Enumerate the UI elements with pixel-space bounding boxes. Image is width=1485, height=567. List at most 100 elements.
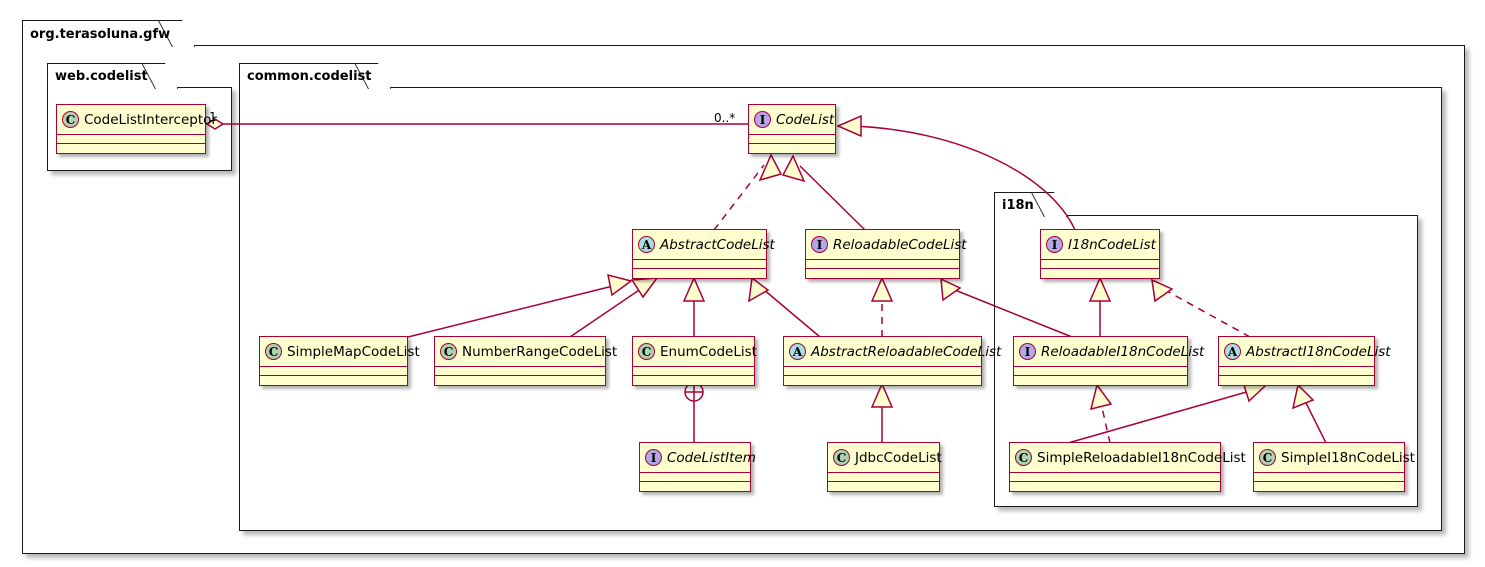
interface-icon: I	[1019, 343, 1036, 360]
node-label: SimpleReloadableI18nCodeList	[1037, 449, 1246, 466]
class-node-abstract-code-list[interactable]: A AbstractCodeList	[632, 229, 775, 279]
node-label: EnumCodeList	[660, 343, 757, 360]
class-icon: C	[265, 343, 282, 360]
class-node-abstract-reloadable-code-list[interactable]: A AbstractReloadableCodeList	[783, 336, 1001, 386]
class-node-i18n-code-list[interactable]: I I18nCodeList	[1040, 229, 1160, 279]
package-label-root: org.terasoluna.gfw	[30, 26, 171, 42]
node-label: AbstractCodeList	[660, 236, 775, 253]
node-label: ReloadableI18nCodeList	[1041, 343, 1205, 360]
node-header: C CodeListInterceptor	[57, 105, 217, 135]
package-label-web: web.codelist	[55, 69, 148, 84]
node-label: NumberRangeCodeList	[462, 343, 618, 360]
attributes-compartment	[784, 367, 981, 376]
attributes-compartment	[57, 135, 205, 144]
package-tab-root: org.terasoluna.gfw	[22, 20, 195, 47]
operations-compartment	[1041, 269, 1159, 278]
node-label: ReloadableCodeList	[833, 236, 967, 253]
operations-compartment	[828, 482, 939, 491]
class-node-simple-map-code-list[interactable]: C SimpleMapCodeList	[259, 336, 420, 386]
class-icon: C	[440, 343, 457, 360]
attributes-compartment	[1010, 473, 1220, 482]
class-icon: C	[1015, 449, 1032, 466]
multiplicity-target-many: 0..*	[714, 111, 736, 125]
abstract-icon: A	[1224, 343, 1241, 360]
operations-compartment	[640, 482, 750, 491]
attributes-compartment	[260, 367, 407, 376]
attributes-compartment	[1014, 367, 1187, 376]
node-header: C SimpleReloadableI18nCodeList	[1010, 443, 1246, 473]
class-node-code-list-item[interactable]: I CodeListItem	[639, 442, 756, 492]
operations-compartment	[1014, 376, 1187, 385]
node-header: I CodeListItem	[640, 443, 756, 473]
attributes-compartment	[828, 473, 939, 482]
operations-compartment	[260, 376, 407, 385]
class-node-reloadable-code-list[interactable]: I ReloadableCodeList	[805, 229, 967, 279]
node-header: C NumberRangeCodeList	[435, 337, 617, 367]
node-label: CodeListItem	[667, 449, 756, 466]
node-label: SimpleI18nCodeList	[1281, 449, 1415, 466]
node-header: I ReloadableCodeList	[806, 230, 967, 260]
node-label: CodeListInterceptor	[84, 111, 217, 128]
attributes-compartment	[749, 135, 835, 144]
attributes-compartment	[1041, 260, 1159, 269]
class-node-code-list[interactable]: I CodeList	[748, 104, 836, 154]
operations-compartment	[749, 144, 835, 153]
attributes-compartment	[435, 367, 605, 376]
interface-icon: I	[811, 236, 828, 253]
package-tab-i18n: i18n	[994, 192, 1067, 217]
operations-compartment	[633, 376, 754, 385]
attributes-compartment	[640, 473, 750, 482]
class-icon: C	[638, 343, 655, 360]
package-tab-web: web.codelist	[47, 63, 178, 89]
interface-icon: I	[1046, 236, 1063, 253]
abstract-icon: A	[638, 236, 655, 253]
node-header: A AbstractI18nCodeList	[1219, 337, 1391, 367]
node-header: C SimpleMapCodeList	[260, 337, 420, 367]
node-label: CodeList	[776, 111, 835, 128]
node-header: I CodeList	[749, 105, 835, 135]
operations-compartment	[806, 269, 959, 278]
multiplicity-source-one: 1	[209, 110, 217, 124]
attributes-compartment	[1254, 473, 1404, 482]
operations-compartment	[1219, 376, 1374, 385]
operations-compartment	[1010, 482, 1220, 491]
package-label-common: common.codelist	[247, 69, 372, 84]
interface-icon: I	[645, 449, 662, 466]
node-header: C JdbcCodeList	[828, 443, 942, 473]
attributes-compartment	[633, 367, 754, 376]
class-node-simple-reloadable-i18n-code-list[interactable]: C SimpleReloadableI18nCodeList	[1009, 442, 1246, 492]
node-label: AbstractReloadableCodeList	[811, 343, 1002, 360]
attributes-compartment	[633, 260, 766, 269]
class-icon: C	[1259, 449, 1276, 466]
class-node-jdbc-code-list[interactable]: C JdbcCodeList	[827, 442, 942, 492]
node-header: I I18nCodeList	[1041, 230, 1159, 260]
node-header: I ReloadableI18nCodeList	[1014, 337, 1204, 367]
attributes-compartment	[1219, 367, 1374, 376]
abstract-icon: A	[789, 343, 806, 360]
class-icon: C	[62, 111, 79, 128]
attributes-compartment	[806, 260, 959, 269]
package-tab-common: common.codelist	[239, 63, 391, 89]
class-node-enum-code-list[interactable]: C EnumCodeList	[632, 336, 757, 386]
node-label: SimpleMapCodeList	[287, 343, 420, 360]
operations-compartment	[435, 376, 605, 385]
node-header: C SimpleI18nCodeList	[1254, 443, 1415, 473]
operations-compartment	[57, 144, 205, 153]
node-label: I18nCodeList	[1068, 236, 1156, 253]
operations-compartment	[784, 376, 981, 385]
package-label-i18n: i18n	[1002, 197, 1034, 213]
operations-compartment	[633, 269, 766, 278]
class-node-reloadable-i18n-code-list[interactable]: I ReloadableI18nCodeList	[1013, 336, 1204, 386]
class-node-code-list-interceptor[interactable]: C CodeListInterceptor	[56, 104, 217, 154]
class-node-abstract-i18n-code-list[interactable]: A AbstractI18nCodeList	[1218, 336, 1391, 386]
interface-icon: I	[754, 111, 771, 128]
node-label: AbstractI18nCodeList	[1246, 343, 1391, 360]
node-header: A AbstractCodeList	[633, 230, 775, 260]
operations-compartment	[1254, 482, 1404, 491]
node-label: JdbcCodeList	[855, 449, 942, 466]
class-node-simple-i18n-code-list[interactable]: C SimpleI18nCodeList	[1253, 442, 1415, 492]
class-node-number-range-code-list[interactable]: C NumberRangeCodeList	[434, 336, 617, 386]
class-icon: C	[833, 449, 850, 466]
node-header: A AbstractReloadableCodeList	[784, 337, 1001, 367]
